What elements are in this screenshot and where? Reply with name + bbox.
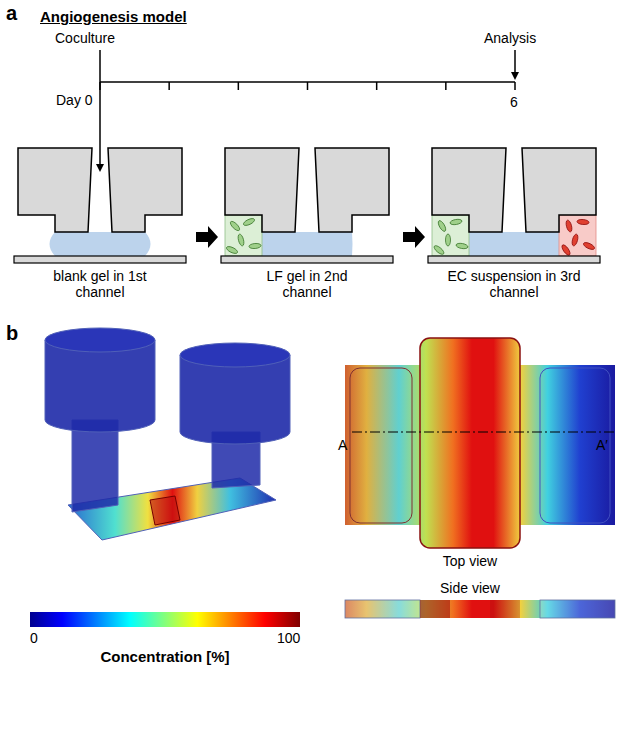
view-label: Top view [420, 553, 520, 569]
step-caption: LF gel in 2nd channel [247, 268, 367, 300]
panel-letter: a [6, 2, 17, 25]
timepoint-label: Coculture [55, 30, 115, 46]
panel-title: Angiogenesis model [40, 8, 187, 25]
step-caption: EC suspension in 3rd channel [439, 268, 589, 300]
step-caption: blank gel in 1st channel [40, 268, 160, 300]
scale-tick: 0 [30, 630, 38, 646]
section-mark: A′ [596, 437, 608, 453]
day-label: Day 0 [56, 92, 93, 108]
section-mark: A [338, 437, 347, 453]
scale-title: Concentration [%] [65, 648, 265, 665]
day-label: 6 [510, 94, 518, 110]
scale-tick: 100 [277, 630, 300, 646]
panel-letter: b [6, 322, 18, 345]
timepoint-label: Analysis [484, 30, 536, 46]
view-label: Side view [420, 580, 520, 596]
